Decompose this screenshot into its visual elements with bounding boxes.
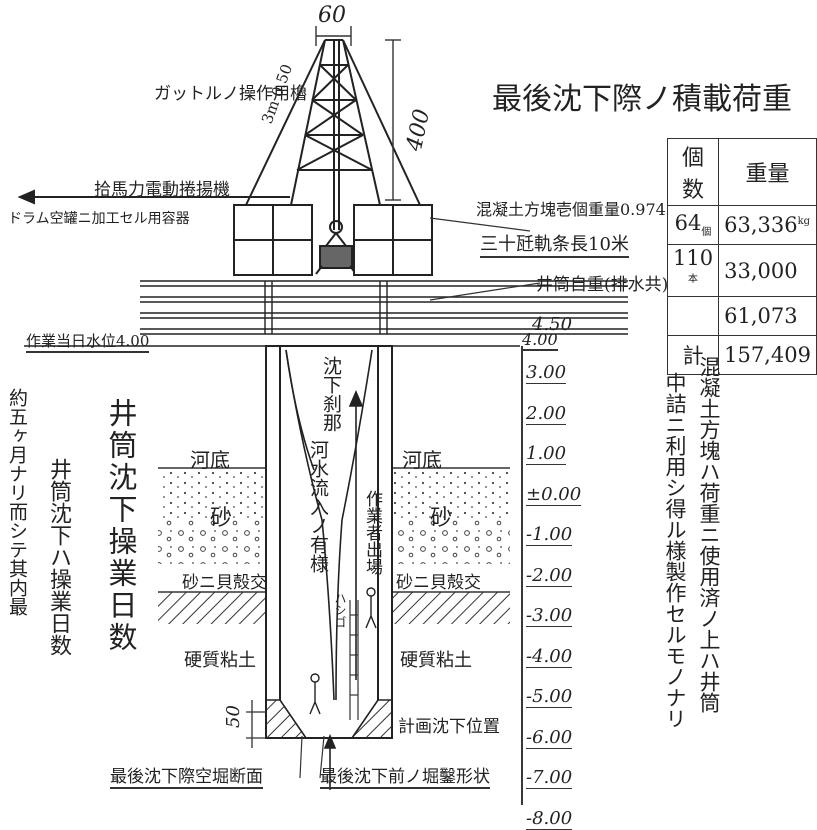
sand-left-label: 砂 <box>210 506 233 531</box>
scale-label: -4.00 <box>526 645 573 668</box>
elevation-top-1: 4.50 <box>532 314 573 335</box>
clay-right-label: 硬質粘土 <box>400 650 472 671</box>
top-width-label: 60 <box>318 3 346 28</box>
caisson-weight-label: 井筒自重(排水共) <box>536 275 669 295</box>
right-note-2: 中詰ニ利用シ得ル様製作セルモノナリ <box>663 372 687 729</box>
left-note-2: 井筒沈下ハ操業日数 <box>46 458 71 656</box>
sinking-moment-label: 沈下刹那 <box>320 356 342 432</box>
concrete-blocks-left <box>233 204 313 276</box>
riverbed-right-label: 河底 <box>402 448 442 472</box>
cutting-edge-left <box>265 699 308 739</box>
sand-right-label: 砂 <box>430 506 453 531</box>
rail-layers <box>140 280 628 335</box>
left-note-1: 約五ヶ月ナリ而シテ其内最 <box>6 388 28 616</box>
rail-label: 三十瓩軌条長10米 <box>480 230 629 258</box>
top-dimension <box>315 26 352 46</box>
scale-label: ±0.00 <box>526 483 582 506</box>
concrete-block-label: 混凝土方塊壱個重量0.974 <box>476 200 666 219</box>
scale-label: -7.00 <box>526 767 573 789</box>
scale-label: -1.00 <box>526 524 573 546</box>
soil-layers-left <box>158 467 266 624</box>
scale-label: 3.00 <box>526 362 567 384</box>
caption-leaders <box>299 217 541 779</box>
row-weight-2: 33,000 <box>718 244 817 297</box>
water-level-label: 作業当日水位4.00 <box>26 330 150 353</box>
scale-label: -2.00 <box>526 564 573 587</box>
right-note-1: 混凝土方塊ハ荷重ニ使用済ノ上ハ井筒 <box>697 356 721 713</box>
count-header: 個数 <box>666 138 720 206</box>
total-label: 計 <box>666 335 720 375</box>
riverbed-left-label: 河底 <box>190 448 230 472</box>
soil-layers-right <box>392 467 510 624</box>
elevation-top-2: 4.00 <box>522 330 558 351</box>
lattice-tower <box>245 39 421 230</box>
bottom-dimension-50 <box>246 700 266 748</box>
row-weight-1: 63,336kg <box>718 205 817 245</box>
gravel-left-label: 砂ニ貝殻交 <box>182 573 267 593</box>
scale-label: -3.00 <box>526 605 573 627</box>
scale-label: 1.00 <box>526 443 567 465</box>
ladder-label: ハシゴ <box>333 592 347 628</box>
winch-cable <box>17 189 290 205</box>
gravel-right-label: 砂ニ貝殻交 <box>396 573 481 593</box>
row-count-1: 64個 <box>666 205 720 245</box>
concrete-blocks-right <box>353 204 433 276</box>
caisson-sinking-diagram <box>17 26 628 805</box>
worker-figures <box>309 587 377 715</box>
tower-height-dimension <box>385 39 401 201</box>
left-title: 井筒沈下操業日数 <box>104 398 138 654</box>
diagram-title: 最後沈下際ノ積載荷重 <box>492 82 792 117</box>
row-count-2: 110本 <box>666 244 720 297</box>
scale-label: -8.00 <box>526 807 573 830</box>
winch-label: 拾馬力電動捲揚機 <box>94 180 230 200</box>
hoist-bucket <box>315 220 357 275</box>
row-weight-3: 61,073 <box>718 296 817 336</box>
drum-label: ドラム空罐ニ加工セル用容器 <box>8 211 190 227</box>
ladder <box>349 600 359 720</box>
dim-50-label: 50 <box>222 705 244 728</box>
scale-label: -6.00 <box>526 726 573 749</box>
cutting-edge-right <box>350 699 393 739</box>
worker-exit-label: 作業者出場 <box>362 490 382 575</box>
rail-crossties <box>264 281 388 334</box>
inflow-arrow <box>323 733 337 790</box>
design-bottom-label: 計画沈下位置 <box>398 717 500 737</box>
clay-left-label: 硬質粘土 <box>184 650 256 671</box>
water-inflow-label: 河水流入ノ有様 <box>307 440 329 573</box>
total-value: 157,409 <box>718 335 817 375</box>
scale-label: 2.00 <box>526 402 567 425</box>
row-count-3 <box>666 296 720 336</box>
weight-header: 重量 <box>718 138 817 206</box>
excavation-profile <box>285 349 373 701</box>
scale-label: -5.00 <box>526 686 573 708</box>
worker-exit-arrow <box>348 389 364 680</box>
bottom-left-caption: 最後沈下際空堀断面 <box>110 762 263 789</box>
tower-label: ガットルノ操作用櫓 <box>154 84 307 104</box>
bottom-right-caption: 最後沈下前ノ堀鑿形状 <box>320 762 490 789</box>
load-table: 個数 重量 64個 63,336kg 110本 33,000 61,073 計 … <box>666 138 817 375</box>
